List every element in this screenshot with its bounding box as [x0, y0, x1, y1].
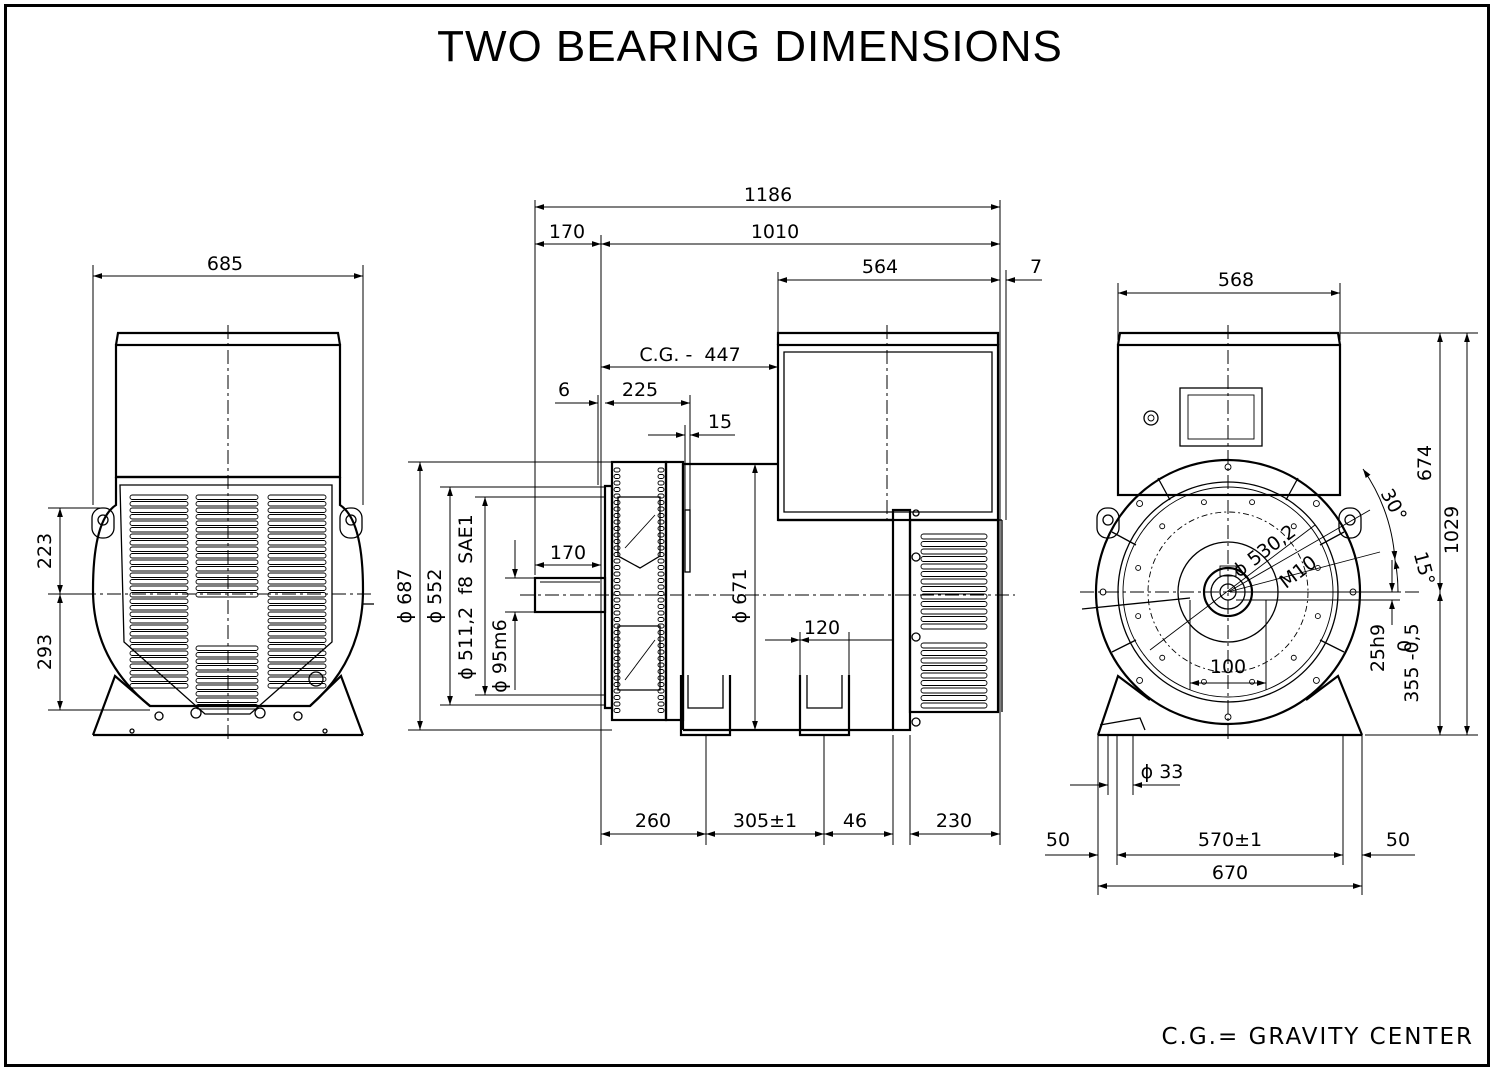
key-25h9: 25h9 [1367, 624, 1389, 672]
dim-260: 260 [635, 810, 671, 832]
dim-120: 120 [804, 617, 840, 639]
angle-15: 15° [1409, 549, 1439, 587]
angle-30: 30° [1376, 485, 1411, 525]
dim-100: 100 [1210, 656, 1246, 678]
dim-685: 685 [207, 253, 243, 275]
dim-50-right: 50 [1386, 829, 1410, 851]
dim-223: 223 [34, 533, 56, 569]
shaft-height-355: 355 -0,5 [1401, 623, 1423, 702]
thread-m10: M10 [1276, 551, 1322, 593]
dim-564: 564 [862, 256, 898, 278]
dim-293: 293 [34, 634, 56, 670]
drawing-title: TWO BEARING DIMENSIONS [437, 22, 1063, 71]
dim-674: 674 [1414, 445, 1436, 481]
dim-dia-511: ϕ 511,2 f8 SAE1 [455, 514, 477, 679]
front-view: 685 223 293 [34, 253, 375, 740]
dim-cg-447: C.G. - 447 [639, 344, 740, 366]
dim-570: 570±1 [1198, 829, 1262, 851]
dim-170-top: 170 [549, 221, 585, 243]
dim-1029: 1029 [1441, 506, 1463, 554]
dim-670: 670 [1212, 862, 1248, 884]
dim-1010: 1010 [751, 221, 799, 243]
dim-6: 6 [558, 379, 570, 401]
dim-7: 7 [1030, 256, 1042, 278]
dim-15: 15 [708, 411, 732, 433]
dim-230: 230 [936, 810, 972, 832]
dim-170-shaft: 170 [550, 542, 586, 564]
dim-46: 46 [843, 810, 867, 832]
end-view: 568 674 1029 30° 15° ϕ 530,2 M10 25h9 0 … [1045, 269, 1478, 895]
dim-1186: 1186 [744, 184, 792, 206]
dim-dia-671: ϕ 671 [729, 569, 751, 624]
dim-dia-33: ϕ 33 [1141, 761, 1184, 783]
footnote: C.G.= GRAVITY CENTER [1161, 1024, 1474, 1050]
side-view: 1186 170 1010 564 7 C.G. - 447 6 225 [394, 184, 1042, 845]
dim-dia-552: ϕ 552 [424, 569, 446, 624]
dim-225: 225 [622, 379, 658, 401]
dim-305: 305±1 [733, 810, 797, 832]
drawing-frame [4, 4, 1490, 1067]
shaft-height-tol: 0 [1394, 640, 1416, 652]
dim-568: 568 [1218, 269, 1254, 291]
dim-dia-95: ϕ 95m6 [489, 619, 511, 692]
dim-dia-687: ϕ 687 [394, 569, 416, 624]
dim-50-left: 50 [1046, 829, 1070, 851]
